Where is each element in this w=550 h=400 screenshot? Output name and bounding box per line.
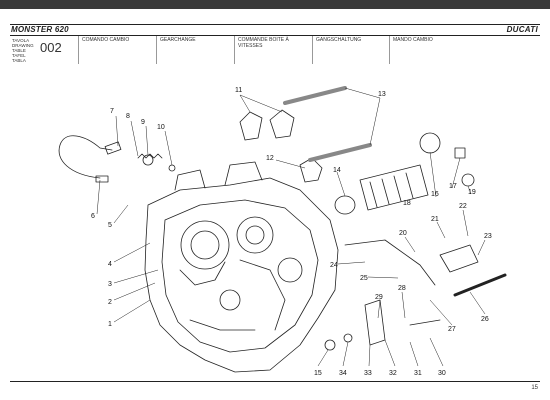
shaft-boss	[219, 289, 241, 311]
title-italian: COMANDO CAMBIO	[82, 37, 130, 43]
model-title: MONSTER 620	[11, 25, 69, 34]
callout-13: 13	[378, 91, 386, 98]
drum-groove	[369, 181, 378, 208]
callout-20: 20	[399, 230, 407, 237]
callout-3: 3	[108, 281, 112, 288]
cable-connector	[95, 175, 109, 183]
footer-rule	[10, 381, 540, 382]
bracket	[364, 299, 386, 346]
ratchet-plate	[439, 244, 479, 273]
page-number: 15	[531, 385, 538, 391]
neutral-switch-cable	[58, 135, 113, 179]
callout-14: 14	[333, 167, 341, 174]
brand-logo: DUCATI	[506, 25, 538, 34]
callout-9: 9	[141, 119, 145, 126]
title-english: GEARCHANGE	[160, 37, 196, 43]
callout-24: 24	[330, 262, 338, 269]
rib	[189, 319, 256, 331]
column-divider	[312, 36, 313, 64]
title-french: COMMANDE BOITE À VITESSES	[238, 37, 289, 49]
table-label-stack: TAVOLA DRAWING TABLE TAFEL TABLA	[12, 38, 34, 63]
callout-1: 1	[108, 321, 112, 328]
selector-fork	[239, 111, 263, 141]
selector-plate	[344, 239, 436, 286]
rib	[239, 259, 286, 331]
callout-8: 8	[126, 113, 130, 120]
callout-21: 21	[431, 216, 439, 223]
cylinder-base	[174, 169, 206, 191]
callout-10: 10	[157, 124, 165, 131]
bearing-housing-right	[236, 216, 274, 254]
callout-31: 31	[414, 370, 422, 377]
callout-30: 30	[438, 370, 446, 377]
washer	[324, 339, 336, 351]
crankcase-inner	[161, 199, 319, 353]
callout-32: 32	[389, 370, 397, 377]
drum-groove	[393, 175, 402, 202]
shaft-boss	[277, 257, 303, 283]
drum-cam	[461, 173, 475, 187]
callout-19: 19	[468, 189, 476, 196]
crankcase-outline	[144, 177, 339, 373]
callout-29: 29	[375, 294, 383, 301]
callout-28: 28	[398, 285, 406, 292]
callout-33: 33	[364, 370, 372, 377]
meta-label: TAVOLA	[12, 38, 30, 43]
callout-numbers: 1 2 3 4 5 6 7 8 9 10 11 12 13 14 15 16 1…	[91, 87, 492, 377]
callout-26: 26	[481, 316, 489, 323]
drum-groove	[381, 178, 390, 205]
callout-25: 25	[360, 275, 368, 282]
callout-16: 16	[431, 191, 439, 198]
detent-spring	[137, 153, 163, 159]
rib	[179, 261, 226, 286]
selector-fork	[269, 109, 295, 139]
circlip	[419, 132, 441, 154]
callout-4: 4	[108, 261, 112, 268]
title-spanish: MANDO CAMBIO	[393, 37, 433, 43]
meta-label: TABLA	[12, 58, 26, 63]
callout-18: 18	[403, 200, 411, 207]
bearing-bore-left	[190, 230, 220, 260]
fork-shaft	[308, 143, 372, 162]
callout-12: 12	[266, 155, 274, 162]
gearchange-shaft	[453, 273, 507, 297]
selector-drum	[359, 164, 429, 211]
drum-bearing	[334, 195, 356, 215]
sensor-body	[104, 141, 122, 155]
callout-27: 27	[448, 326, 456, 333]
callout-22: 22	[459, 203, 467, 210]
bearing-bore-right	[245, 225, 265, 245]
column-divider	[78, 36, 79, 64]
meta-label: DRAWING	[12, 43, 34, 48]
leader-lines	[96, 87, 486, 367]
callout-15: 15	[314, 370, 322, 377]
callout-17: 17	[449, 183, 457, 190]
top-bar	[0, 0, 550, 9]
callout-2: 2	[108, 299, 112, 306]
title-german: GANGSCHALTUNG	[316, 37, 362, 43]
bearing-housing-left	[180, 220, 230, 270]
column-divider	[389, 36, 390, 64]
drum-groove	[405, 172, 414, 199]
column-divider	[234, 36, 235, 64]
callout-7: 7	[110, 108, 114, 115]
bolt	[409, 319, 441, 326]
fork-shaft	[283, 86, 347, 105]
washer	[343, 333, 353, 343]
ball	[168, 164, 176, 172]
cylinder-base	[224, 161, 263, 186]
callout-34: 34	[339, 370, 347, 377]
column-divider	[156, 36, 157, 64]
table-number: 002	[40, 40, 62, 55]
callout-6: 6	[91, 213, 95, 220]
header-rule-middle	[10, 35, 540, 36]
callout-5: 5	[108, 222, 112, 229]
callout-11: 11	[235, 87, 242, 94]
pin	[454, 147, 466, 159]
meta-label: TAFEL	[12, 53, 26, 58]
meta-label: TABLE	[12, 48, 26, 53]
callout-23: 23	[484, 233, 492, 240]
header-rule-top	[10, 24, 540, 25]
